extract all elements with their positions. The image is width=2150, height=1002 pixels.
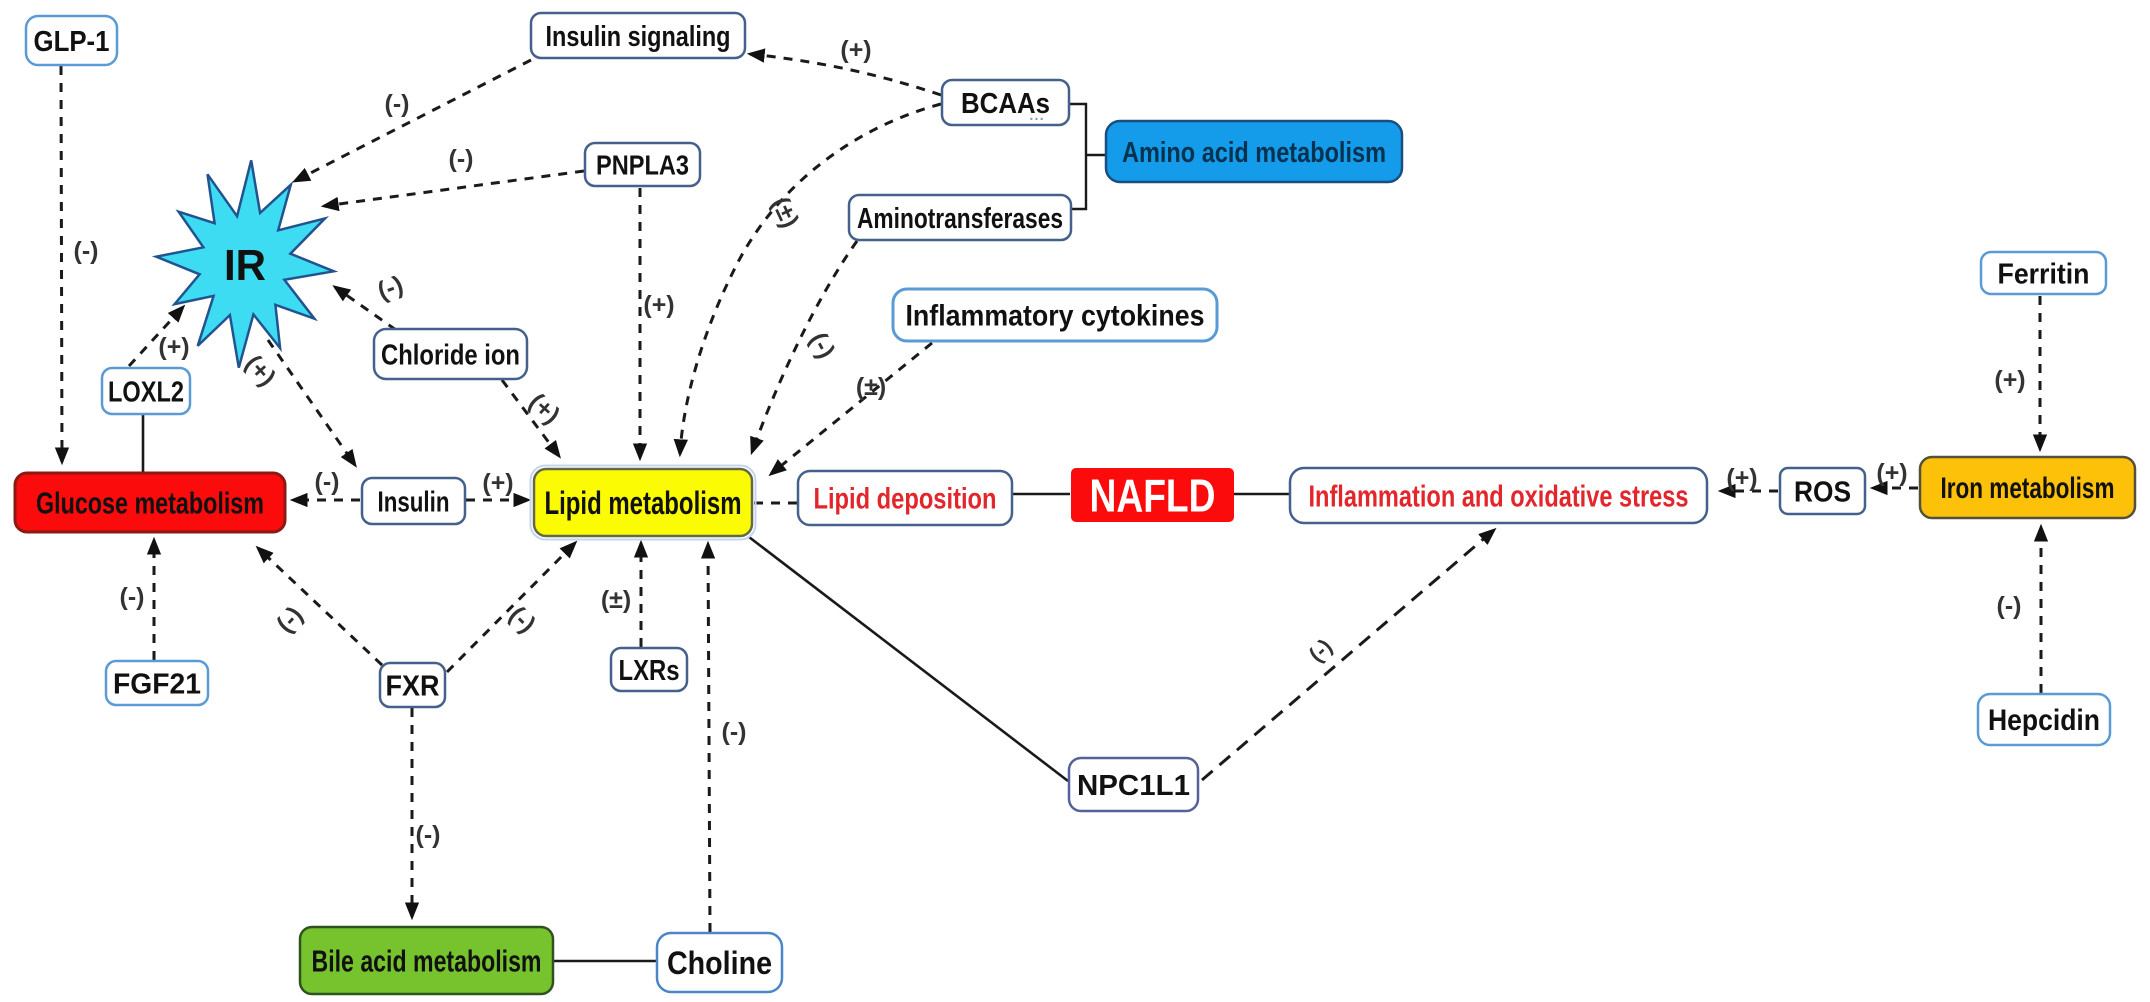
- svg-text:Iron metabolism: Iron metabolism: [1941, 472, 2115, 505]
- svg-text:Glucose metabolism: Glucose metabolism: [36, 486, 264, 521]
- svg-text:FGF21: FGF21: [113, 668, 201, 700]
- svg-text:(-): (-): [120, 583, 145, 611]
- svg-text:Ferritin: Ferritin: [1998, 258, 2090, 290]
- svg-text:(+): (+): [482, 469, 513, 497]
- svg-text:Inflammatory cytokines: Inflammatory cytokines: [906, 300, 1205, 333]
- svg-text:(+): (+): [1726, 464, 1757, 492]
- svg-text:Insulin signaling: Insulin signaling: [546, 21, 731, 53]
- svg-text:(±): (±): [856, 373, 886, 401]
- svg-text:Amino acid metabolism: Amino acid metabolism: [1122, 137, 1386, 169]
- svg-text:NAFLD: NAFLD: [1090, 470, 1216, 522]
- svg-text:(-): (-): [1997, 592, 2022, 620]
- svg-text:(-): (-): [74, 237, 99, 265]
- svg-text:Aminotransferases: Aminotransferases: [857, 203, 1063, 235]
- svg-text:(-): (-): [385, 90, 410, 118]
- svg-text:Hepcidin: Hepcidin: [1988, 704, 2100, 737]
- svg-text:(+): (+): [643, 291, 674, 319]
- svg-text:FXR: FXR: [386, 670, 440, 702]
- svg-text:PNPLA3: PNPLA3: [596, 150, 689, 181]
- svg-text:(+): (+): [1994, 366, 2025, 394]
- svg-text:(+): (+): [1876, 459, 1907, 487]
- svg-text:(±): (±): [601, 586, 631, 614]
- svg-text:...: ...: [1029, 107, 1045, 124]
- svg-text:(+): (+): [158, 333, 189, 361]
- svg-text:(+): (+): [840, 36, 871, 64]
- svg-text:Chloride ion: Chloride ion: [381, 339, 520, 371]
- svg-text:BCAAs: BCAAs: [961, 88, 1050, 120]
- svg-text:Choline: Choline: [667, 945, 772, 981]
- svg-text:Insulin: Insulin: [378, 486, 450, 518]
- svg-text:(-): (-): [449, 145, 474, 173]
- svg-text:(-): (-): [722, 718, 747, 746]
- svg-text:IR: IR: [224, 241, 266, 290]
- svg-text:(-): (-): [315, 468, 340, 496]
- svg-text:NPC1L1: NPC1L1: [1077, 770, 1190, 802]
- svg-text:Lipid metabolism: Lipid metabolism: [545, 485, 742, 521]
- svg-text:Inflammation and oxidative str: Inflammation and oxidative stress: [1309, 479, 1689, 514]
- svg-text:Lipid deposition: Lipid deposition: [814, 483, 997, 516]
- svg-text:LXRs: LXRs: [619, 655, 680, 687]
- svg-text:LOXL2: LOXL2: [108, 376, 184, 408]
- svg-text:Bile acid metabolism: Bile acid metabolism: [312, 944, 542, 979]
- svg-text:ROS: ROS: [1794, 476, 1851, 508]
- svg-text:GLP-1: GLP-1: [34, 26, 110, 58]
- svg-text:(-): (-): [416, 821, 441, 849]
